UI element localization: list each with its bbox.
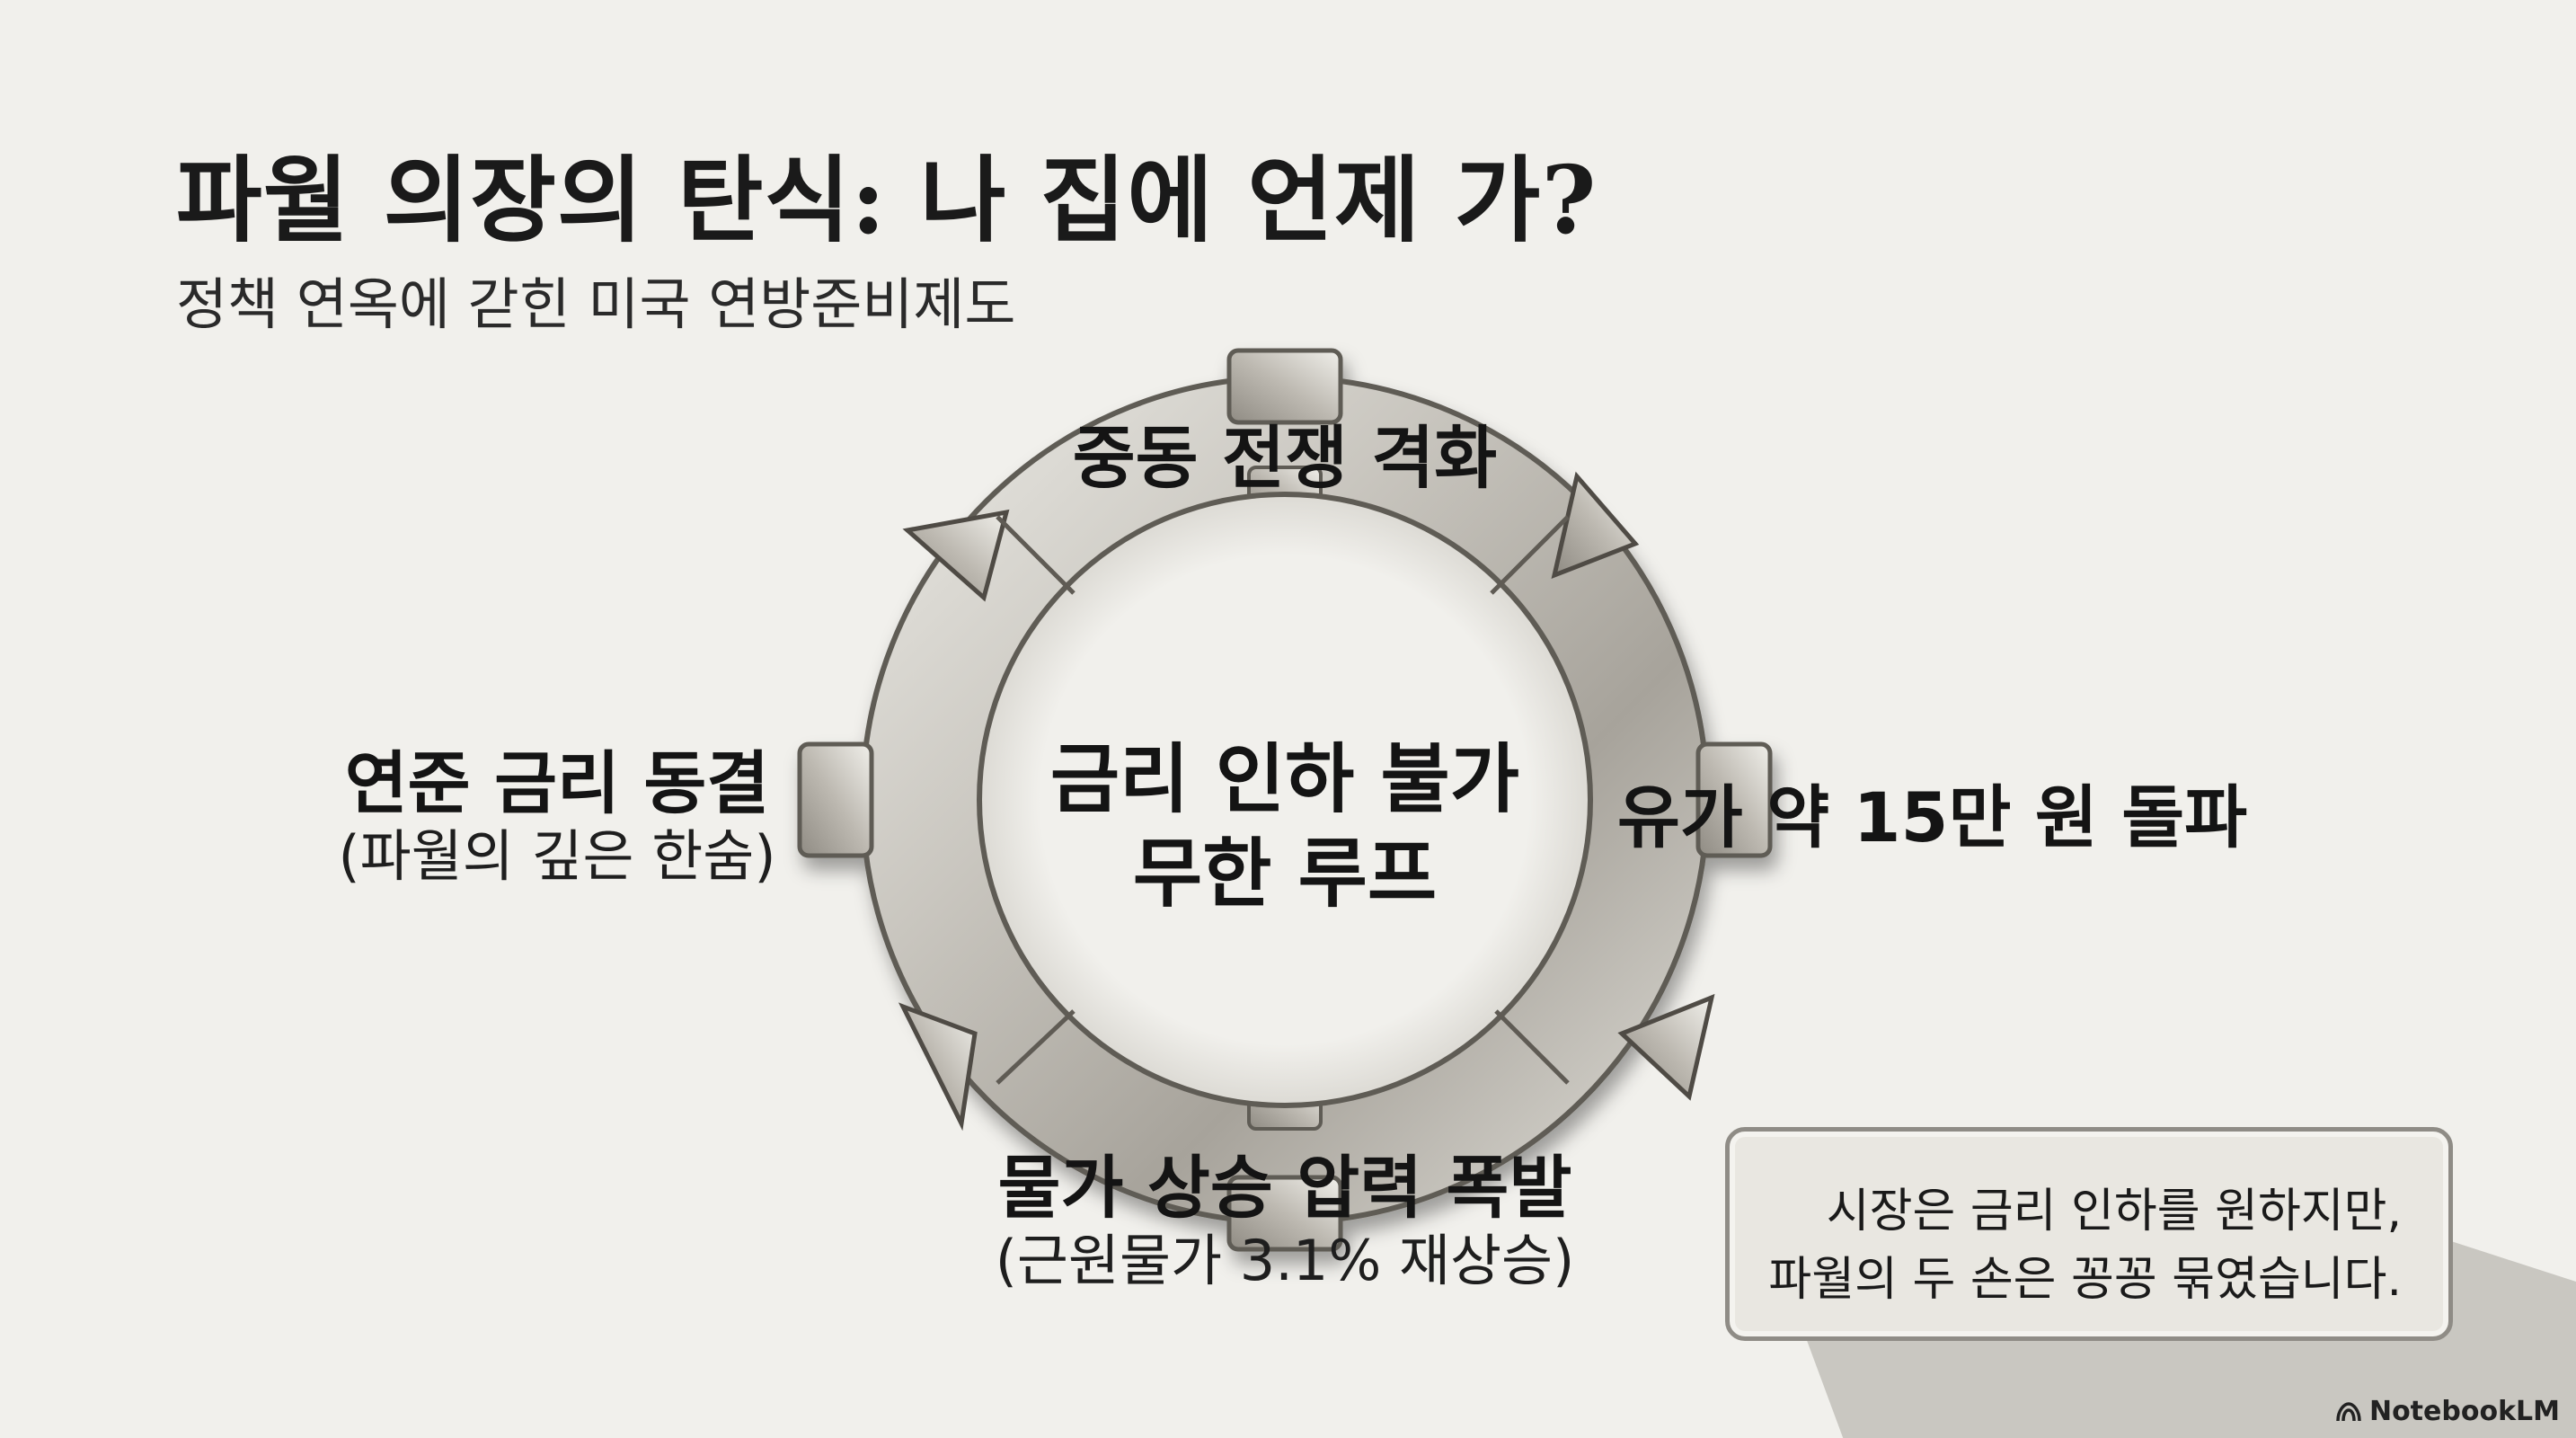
cycle-step-left-sub: (파월의 깊은 한숨) <box>338 822 776 889</box>
cycle-center-line2: 무한 루프 <box>1132 830 1438 918</box>
gear-hub <box>977 492 1593 1108</box>
cycle-step-bottom: 물가 상승 압력 폭발 (근원물가 3.1% 재상승) <box>979 1150 1590 1295</box>
page-title: 파월 의장의 탄식: 나 집에 언제 가? <box>176 145 1598 255</box>
arrow-head-right-bottom <box>1617 993 1715 1101</box>
gear-tooth-bottom <box>1226 1175 1343 1252</box>
segment-gap-1 <box>1490 515 1570 595</box>
cycle-step-left: 연준 금리 동결 (파월의 깊은 한숨) <box>323 746 791 891</box>
arrow-head-left-top <box>902 509 1010 602</box>
gear-tooth-left <box>797 741 874 858</box>
gear-tooth-top <box>1226 348 1343 425</box>
cycle-center: 금리 인하 불가 무한 루프 <box>1015 732 1554 921</box>
cycle-step-bottom-main: 물가 상승 압력 폭발 <box>997 1148 1572 1228</box>
brand-watermark: NotebookLM <box>2335 1396 2560 1427</box>
note-line-2: 파월의 두 손은 꽁꽁 묶였습니다. <box>1768 1253 2402 1307</box>
cycle-step-top-main: 중동 전쟁 격화 <box>1072 418 1498 498</box>
cycle-center-line1: 금리 인하 불가 <box>1049 735 1520 823</box>
page-subtitle: 정책 연옥에 갇힌 미국 연방준비제도 <box>176 271 1016 337</box>
cycle-step-top: 중동 전쟁 격화 <box>1069 421 1500 496</box>
cycle-step-left-main: 연준 금리 동결 <box>344 743 770 823</box>
arrow-head-bottom-left <box>898 1002 978 1132</box>
brand-label: NotebookLM <box>2368 1396 2560 1427</box>
cycle-step-right-main: 유가 약 15만 원 돌파 <box>1617 777 2248 857</box>
note-line-1: 시장은 금리 인하를 원하지만, <box>1826 1185 2402 1238</box>
segment-gap-2 <box>1494 1009 1570 1085</box>
note-box: 시장은 금리 인하를 원하지만, 파월의 두 손은 꽁꽁 묶였습니다. <box>1725 1127 2453 1341</box>
arrow-head-top-right <box>1551 471 1640 580</box>
gear-tooth-right <box>1695 741 1773 858</box>
segment-gap-3 <box>996 1009 1076 1085</box>
cycle-step-right: 유가 약 15만 원 돌파 <box>1617 777 2248 857</box>
cycle-step-bottom-sub: (근원물가 3.1% 재상승) <box>995 1227 1575 1293</box>
notebooklm-logo-icon <box>2336 1401 2361 1421</box>
segment-gap-4 <box>996 515 1076 595</box>
